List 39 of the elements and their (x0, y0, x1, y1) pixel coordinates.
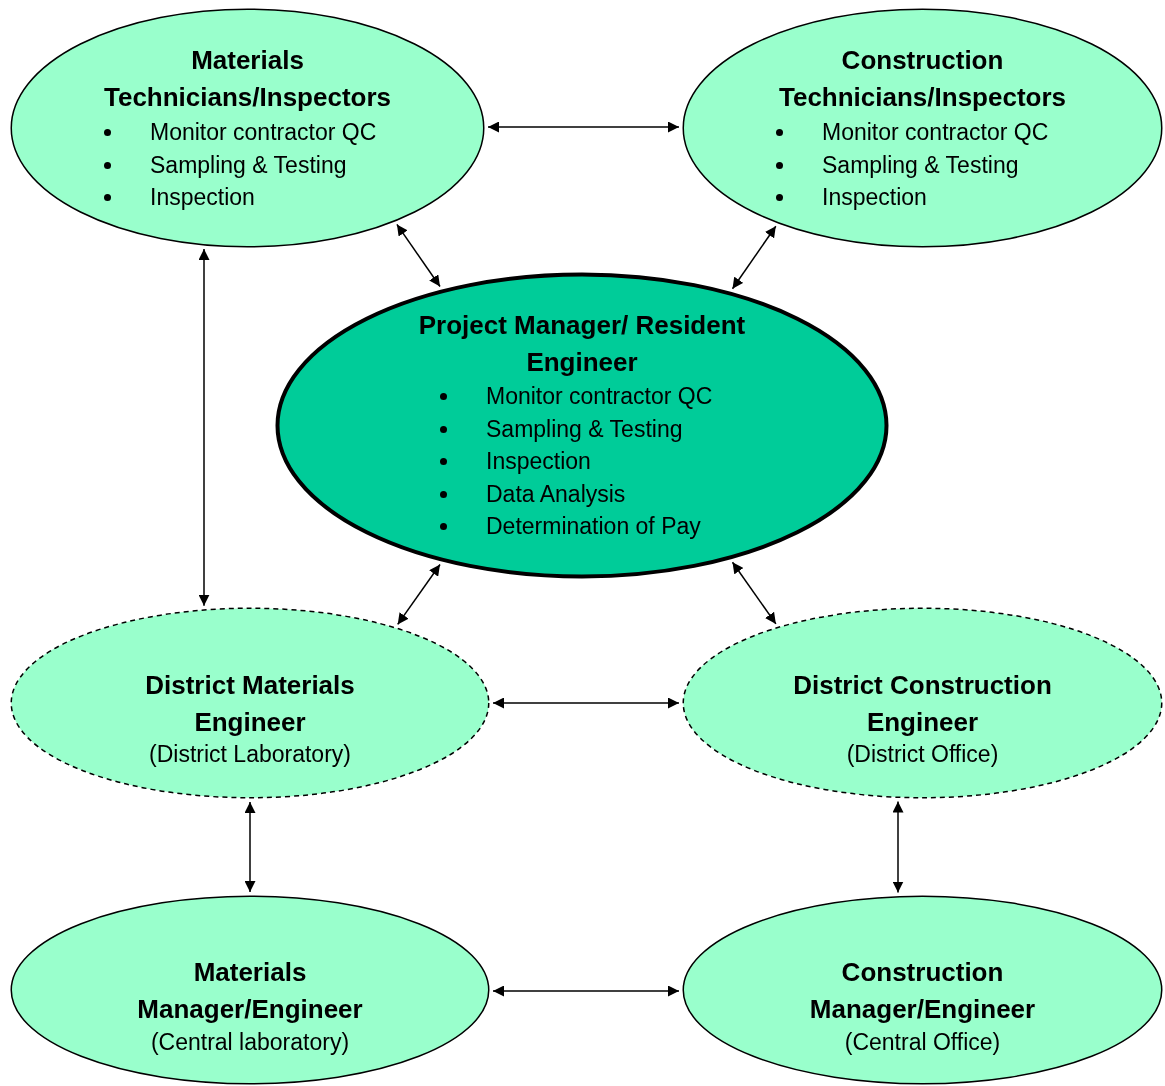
node-heading: Project Manager/ Resident Engineer (417, 309, 747, 379)
double-arrow (396, 563, 441, 626)
double-arrow (492, 697, 680, 709)
list-item-text: Data Analysis (486, 479, 626, 509)
role-ellipse (10, 895, 490, 1085)
double-arrow (198, 248, 210, 607)
list-item-text: Inspection (150, 183, 255, 212)
role-ellipse (10, 607, 490, 799)
role-ellipse (682, 607, 1163, 799)
list-item-text: Sampling & Testing (822, 150, 1019, 180)
list-item-text: Sampling & Testing (486, 414, 683, 444)
double-arrow (731, 561, 777, 625)
node-heading: Construction Manager/Engineer (808, 956, 1037, 1026)
node-heading: Construction Technicians/Inspectors (777, 44, 1068, 114)
list-item-text: Monitor contractor QC (822, 118, 1049, 147)
node-heading: Materials Manager/Engineer (136, 956, 364, 1026)
role-ellipse (682, 895, 1163, 1085)
double-arrow (487, 121, 680, 133)
node-subtitle: (Central laboratory) (149, 1028, 351, 1056)
node-subtitle: (Central Office) (843, 1028, 1002, 1056)
double-arrow (492, 985, 680, 997)
role-ellipse (682, 8, 1163, 248)
list-item-text: Inspection (822, 183, 927, 212)
role-ellipse (10, 8, 485, 248)
list-item-text: Determination of Pay (486, 512, 701, 541)
list-item-text: Monitor contractor QC (150, 118, 377, 147)
role-ellipse (275, 272, 889, 579)
double-arrow (244, 801, 256, 893)
list-item-text: Monitor contractor QC (486, 382, 713, 411)
node-heading: District Construction Engineer (792, 669, 1053, 739)
double-arrow (396, 223, 441, 288)
list-item-text: Sampling & Testing (150, 150, 347, 180)
node-subtitle: (District Office) (845, 740, 1000, 768)
node-heading: Materials Technicians/Inspectors (102, 44, 393, 114)
double-arrow (731, 225, 777, 290)
node-heading: District Materials Engineer (144, 669, 356, 739)
node-subtitle: (District Laboratory) (148, 740, 352, 768)
double-arrow (892, 800, 904, 894)
list-item-text: Inspection (486, 447, 591, 476)
